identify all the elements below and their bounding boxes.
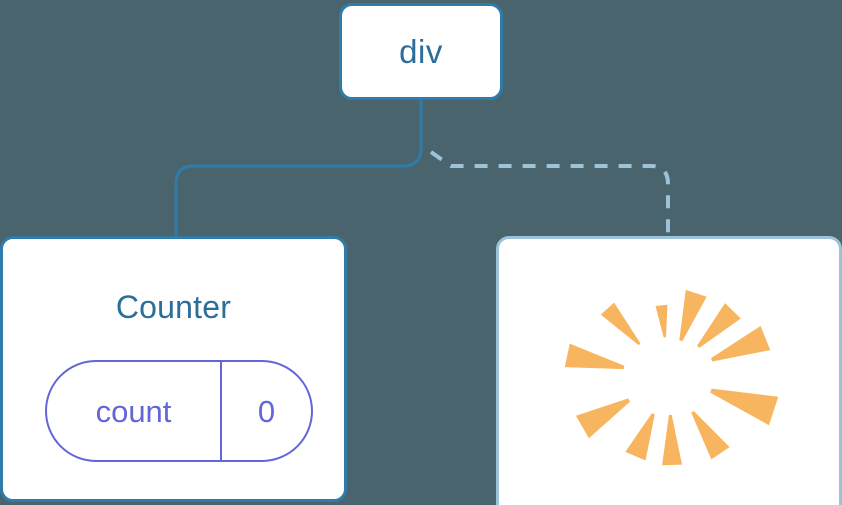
sparkle-burst-icon [564,289,779,466]
sparkle-ray-9 [710,388,779,426]
sparkle-wrap [499,239,839,505]
sparkle-ray-3 [600,302,641,346]
state-pill-key: count [47,362,222,460]
connector-root-to-counter [174,98,423,238]
sparkle-ray-7 [662,414,683,466]
sparkle-ray-11 [697,303,741,348]
node-counter[interactable]: Counter count 0 [0,236,347,502]
connector-root-to-sparkle [429,150,670,236]
sparkle-ray-6 [625,413,655,461]
sparkle-ray-5 [575,398,631,439]
state-pill-count[interactable]: count 0 [45,360,313,462]
sparkle-ray-4 [564,343,625,370]
state-pill-value: 0 [257,393,276,429]
sparkle-ray-8 [691,410,730,460]
node-div-label: div [399,33,443,70]
sparkle-ray-10 [710,325,771,362]
sparkle-ray-1 [679,289,707,342]
node-sparkle[interactable] [496,236,842,505]
node-div[interactable]: div [339,3,503,100]
node-counter-title: Counter [115,289,232,325]
sparkle-ray-2 [655,304,668,338]
